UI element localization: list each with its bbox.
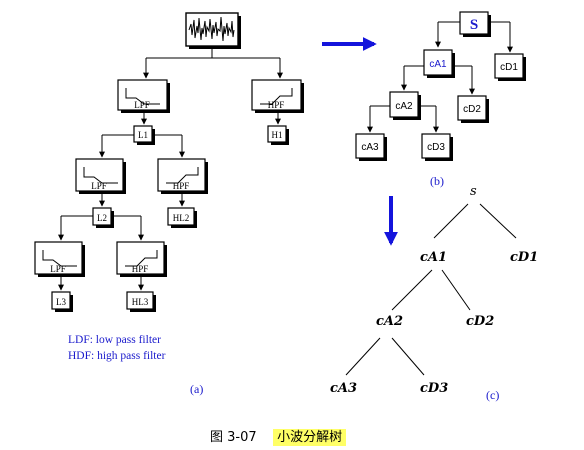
ca1-node: cA1 xyxy=(423,49,455,78)
hl2-label: HL2 xyxy=(173,213,190,223)
lpf-label-level2: LPF xyxy=(91,181,107,191)
cd3-label: cD3 xyxy=(427,142,445,153)
panel-c-label: (c) xyxy=(486,388,500,402)
ca3-label: cA3 xyxy=(361,142,379,153)
signal-connectors xyxy=(143,49,283,79)
lowpass-curve-icon xyxy=(42,250,77,267)
s-root-label: S xyxy=(470,17,478,33)
lowpass-curve-icon xyxy=(125,88,160,105)
lpf-box-level2: LPF xyxy=(75,158,126,194)
ca1-label: cA1 xyxy=(429,59,447,70)
lpf-box-level3: LPF xyxy=(34,241,85,277)
panel-a-label: (a) xyxy=(190,382,204,396)
cd3-node: cD3 xyxy=(421,133,453,161)
hpf-box-level3: HPF xyxy=(116,241,167,277)
lpf-label-level1: LPF xyxy=(134,100,150,110)
line-tree-cd2-label: cD2 xyxy=(466,314,495,329)
filter-bank-panel: LPF HPF L1 H1 xyxy=(34,12,304,312)
highpass-curve-icon xyxy=(260,88,293,105)
lpf-box-level1: LPF xyxy=(117,79,170,113)
legend-hdf: HDF: high pass filter xyxy=(68,350,166,362)
line-tree-ca1-label: cA1 xyxy=(420,250,448,265)
signal-waveform-icon xyxy=(188,16,235,42)
hl3-node: HL3 xyxy=(126,291,156,312)
ca2-node: cA2 xyxy=(389,91,421,120)
figure-title: 小波分解树 xyxy=(273,429,347,446)
hpf-box-level2: HPF xyxy=(157,158,208,194)
panel-b-label: (b) xyxy=(430,174,444,188)
line-tree-edges xyxy=(345,203,517,376)
l1-node: L1 xyxy=(133,125,155,145)
h1-node: H1 xyxy=(267,125,289,145)
highpass-curve-icon xyxy=(166,167,199,184)
l2-node: L2 xyxy=(92,207,114,228)
l3-label: L3 xyxy=(56,297,66,307)
cd1-node: cD1 xyxy=(494,53,526,81)
l2-label: L2 xyxy=(97,213,107,223)
l1-label: L1 xyxy=(138,130,148,140)
figure-caption: 图 3-07 小波分解树 xyxy=(210,426,347,446)
line-tree-cd1-label: cD1 xyxy=(510,250,539,265)
figure-number: 图 3-07 xyxy=(210,430,257,445)
highpass-curve-icon xyxy=(125,250,158,267)
cd1-label: cD1 xyxy=(500,62,518,73)
cd2-label: cD2 xyxy=(463,104,481,115)
l2-connectors xyxy=(58,215,144,241)
s-root-node: S xyxy=(459,11,491,37)
signal-box xyxy=(185,12,241,49)
hpf-label-level3: HPF xyxy=(132,264,149,274)
lpf-label-level3: LPF xyxy=(50,264,66,274)
hl2-node: HL2 xyxy=(167,207,197,228)
l1-connectors xyxy=(99,134,185,158)
hpf-box-level1: HPF xyxy=(251,79,304,113)
transition-arrows xyxy=(322,37,398,246)
line-tree-ca3-label: cA3 xyxy=(330,381,358,396)
line-tree-ca2-label: cA2 xyxy=(376,314,404,329)
h1-label: H1 xyxy=(272,130,283,140)
ca3-node: cA3 xyxy=(355,133,387,161)
line-tree-root-label: s xyxy=(470,184,477,199)
ca2-label: cA2 xyxy=(395,101,413,112)
hl3-label: HL3 xyxy=(132,297,149,307)
cd2-node: cD2 xyxy=(457,95,489,123)
lowpass-curve-icon xyxy=(83,167,118,184)
line-tree-cd3-label: cD3 xyxy=(420,381,449,396)
hpf-label-level1: HPF xyxy=(268,100,285,110)
hpf-label-level2: HPF xyxy=(173,181,190,191)
l3-node: L3 xyxy=(51,291,73,312)
boxed-tree-panel: S cA1 cD1 cA2 cD2 xyxy=(355,11,526,161)
legend-ldf: LDF: low pass filter xyxy=(68,334,161,346)
